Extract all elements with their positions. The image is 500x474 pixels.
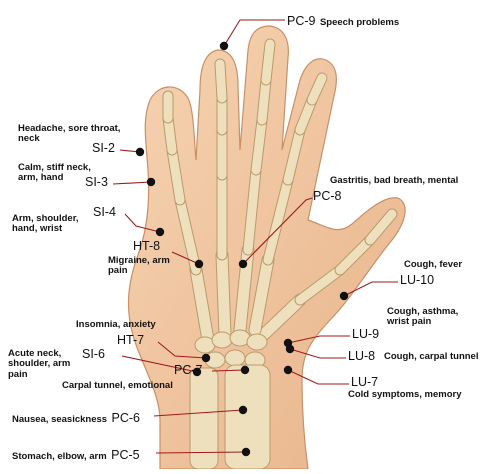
label-pc9: PC-9 Speech problems: [287, 12, 399, 30]
bone-index-0: [249, 254, 274, 336]
bone-little-0: [190, 264, 214, 346]
carpal-1: [211, 331, 233, 349]
code-pc7: PC-7: [174, 363, 203, 377]
label-pc6: Nausea, seasickness PC-6: [12, 409, 140, 427]
dot-lu10: [339, 291, 349, 301]
dot-si2: [135, 147, 145, 157]
bone-index-2: [283, 125, 305, 185]
code-pc6: PC-6: [111, 411, 141, 425]
desc-si4: Arm, shoulder, hand, wrist: [12, 213, 79, 235]
code-si6: SI-6: [82, 347, 105, 361]
dot-ht7: [201, 353, 211, 363]
dot-lu8: [285, 344, 295, 354]
code-lu9: LU-9: [352, 327, 380, 341]
bone-ring-4: [215, 59, 227, 103]
leader-lines: [112, 19, 398, 454]
bone-thumb-2: [335, 235, 375, 275]
carpal-5: [224, 349, 246, 367]
code-pc8: PC-8: [313, 189, 342, 203]
code-pc9: PC-9: [287, 14, 316, 28]
dot-pc5: [241, 447, 251, 457]
leader-lu8: [289, 348, 346, 359]
dot-si4: [155, 227, 165, 237]
code-ht8: HT-8: [133, 239, 161, 253]
leader-si3: [112, 181, 152, 185]
dot-ht8: [194, 259, 204, 269]
bone-little-2: [167, 145, 185, 205]
bone-ring-0: [216, 249, 231, 341]
desc-lu8: Cough, carpal tunnel: [384, 351, 479, 362]
dot-pc9: [219, 41, 229, 51]
code-lu8: LU-8: [348, 349, 376, 363]
leader-pc8: [242, 197, 313, 265]
bone-middle-2: [251, 115, 267, 175]
dot-pc7: [240, 365, 250, 375]
code-lu10: LU-10: [400, 273, 435, 287]
leader-pc6: [153, 409, 244, 417]
desc-ht8: Migraine, arm pain: [108, 255, 170, 277]
code-si2: SI-2: [92, 141, 115, 155]
leader-lu7: [287, 369, 349, 385]
hand-bones: [162, 38, 398, 470]
ulna-bone: [189, 367, 219, 470]
dot-pc6: [238, 405, 248, 415]
leader-pc5: [155, 451, 247, 454]
desc-si2: Headache, sore throat, neck: [18, 123, 121, 145]
bone-middle-4: [261, 39, 275, 85]
dot-pc8: [238, 259, 248, 269]
code-si3: SI-3: [85, 175, 108, 189]
desc-pc8: Gastritis, bad breath, mental: [330, 175, 459, 186]
desc-si3: Calm, stiff neck, arm, hand: [18, 162, 91, 184]
code-ht7: HT-7: [117, 333, 145, 347]
bone-index-4: [307, 73, 327, 105]
acupoint-dots: [135, 41, 349, 457]
label-pc5: Stomach, elbow, arm PC-5: [12, 446, 140, 464]
desc-lu9: Cough, asthma, wrist pain: [387, 306, 459, 328]
desc-pc7: Carpal tunnel, emotional: [62, 380, 173, 391]
bone-little-1: [175, 195, 201, 275]
bone-thumb-3: [365, 209, 397, 245]
desc-ht7: Insomnia, anxiety: [76, 319, 156, 330]
desc-pc5: Stomach, elbow, arm: [12, 451, 107, 462]
bone-thumb-0: [252, 294, 306, 346]
bone-thumb-1: [295, 265, 345, 305]
dot-si3: [146, 177, 156, 187]
leader-ht8: [171, 251, 200, 265]
desc-lu10: Cough, fever: [404, 259, 463, 270]
leader-pc9: [223, 19, 285, 47]
leader-lu9: [287, 335, 350, 344]
dot-si6: [192, 367, 202, 377]
leader-pc7: [211, 369, 246, 372]
code-pc5: PC-5: [111, 448, 140, 462]
bone-middle-3: [257, 75, 271, 125]
desc-pc6: Nausea, seasickness: [12, 414, 108, 425]
bone-index-1: [263, 175, 293, 265]
code-lu7: LU-7: [351, 375, 379, 389]
leader-si6: [121, 355, 198, 373]
dot-lu7: [283, 365, 293, 375]
code-si4: SI-4: [93, 205, 116, 219]
desc-lu7: Cold symptoms, memory: [348, 389, 462, 400]
leader-lu10: [343, 281, 398, 297]
desc-pc9: Speech problems: [319, 17, 400, 28]
bone-middle-1: [243, 165, 261, 255]
carpal-3: [246, 333, 268, 351]
leader-si4: [124, 213, 161, 233]
leader-ht7: [157, 341, 207, 359]
desc-si6: Acute neck, shoulder, arm pain: [8, 348, 71, 380]
